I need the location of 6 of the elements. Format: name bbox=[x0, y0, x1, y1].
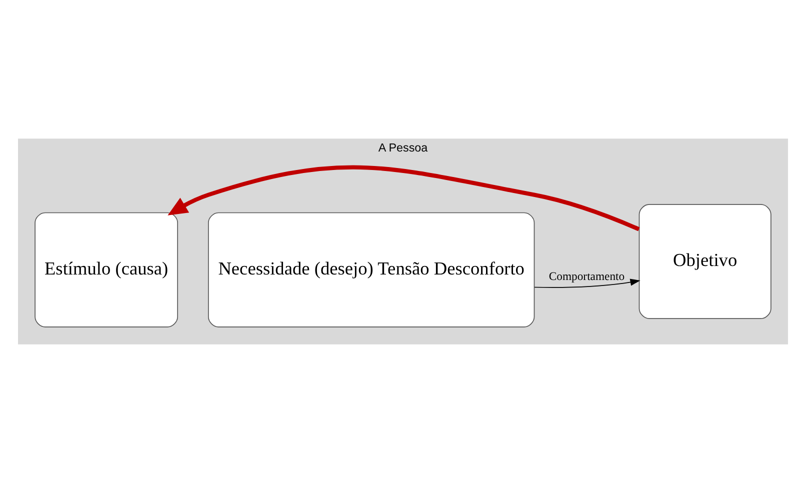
arrow bbox=[534, 278, 640, 288]
edge-label: Comportamento bbox=[548, 270, 625, 283]
node-box: Estímulo (causa) bbox=[34, 212, 178, 328]
node-box: Objetivo bbox=[638, 204, 772, 319]
arrow bbox=[168, 165, 640, 232]
node-box: Necessidade (desejo) Tensão Desconforto bbox=[208, 212, 535, 328]
